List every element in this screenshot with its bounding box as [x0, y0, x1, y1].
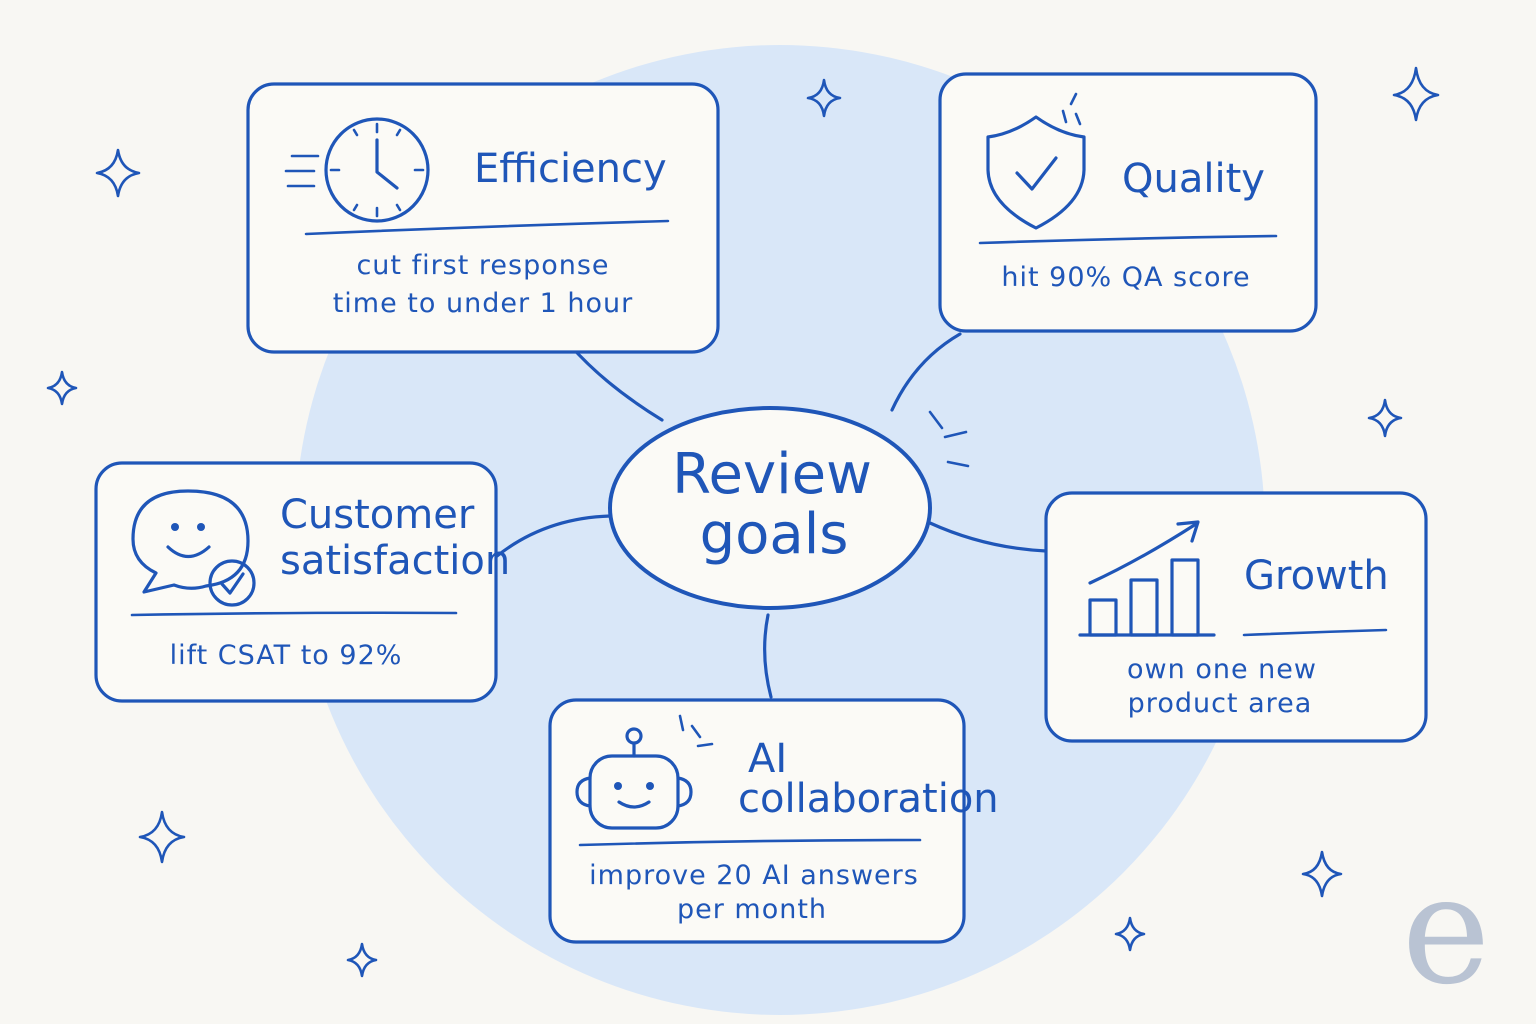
card-customer-satisfaction: Customer satisfaction lift CSAT to 92% [94, 461, 510, 703]
card-divider [1242, 628, 1388, 637]
connector-ai-collaboration [763, 613, 773, 699]
card-growth: Growth own one new product area [1044, 491, 1428, 743]
card-description-line1: lift CSAT to 92% [170, 640, 403, 671]
star-icon [1301, 850, 1343, 898]
watermark-logo: e [1402, 844, 1491, 1018]
star-icon [1367, 398, 1403, 438]
star-icon [1392, 66, 1440, 122]
card-title-line2: satisfaction [280, 538, 510, 584]
star-icon [138, 810, 186, 864]
bar-chart-growth-icon [1078, 520, 1216, 637]
emphasis-marks [928, 410, 970, 468]
shield-check-icon [986, 92, 1086, 230]
card-frame [94, 461, 498, 703]
card-title: Quality [1122, 156, 1265, 202]
central-node: Review goals [608, 406, 970, 610]
card-title: Growth [1244, 553, 1389, 599]
card-title-line1: AI [748, 736, 787, 782]
card-description-line1: hit 90% QA score [1001, 262, 1250, 293]
robot-icon [575, 714, 714, 830]
card-quality: Quality hit 90% QA score [938, 72, 1318, 333]
connector-customer-satisfaction [495, 514, 612, 558]
card-title: Efficiency [474, 146, 667, 192]
card-description-line2: product area [1128, 688, 1313, 719]
central-ellipse [608, 406, 932, 610]
smiley-chat-icon [131, 489, 256, 607]
clock-icon [284, 117, 430, 223]
card-frame [938, 72, 1318, 333]
card-ai-collaboration: AI collaboration improve 20 AI answers p… [548, 698, 999, 944]
card-divider [578, 838, 922, 847]
card-description-line1: cut first response [356, 250, 609, 281]
central-title-line2: goals [700, 502, 849, 567]
card-description-line2: per month [677, 894, 827, 925]
connector-growth [928, 521, 1048, 553]
card-divider [978, 234, 1278, 245]
card-divider [130, 611, 458, 617]
card-description-line2: time to under 1 hour [333, 288, 634, 319]
star-icon [806, 78, 842, 118]
decorative-stars [46, 66, 1440, 978]
card-divider [304, 219, 670, 236]
connectors [495, 332, 1048, 699]
central-title-line1: Review [672, 442, 872, 507]
card-title-line2: collaboration [738, 776, 999, 822]
card-frame [246, 82, 720, 354]
star-icon [46, 370, 78, 406]
star-icon [95, 148, 141, 198]
card-title-line1: Customer [280, 492, 475, 538]
card-efficiency: Efficiency cut first response time to un… [246, 82, 720, 354]
connector-quality [890, 332, 962, 412]
card-frame [1044, 491, 1428, 743]
star-icon [346, 942, 378, 978]
card-frame [548, 698, 966, 944]
star-icon [1114, 916, 1146, 952]
card-description-line1: improve 20 AI answers [589, 860, 919, 891]
card-description-line1: own one new [1127, 654, 1317, 685]
